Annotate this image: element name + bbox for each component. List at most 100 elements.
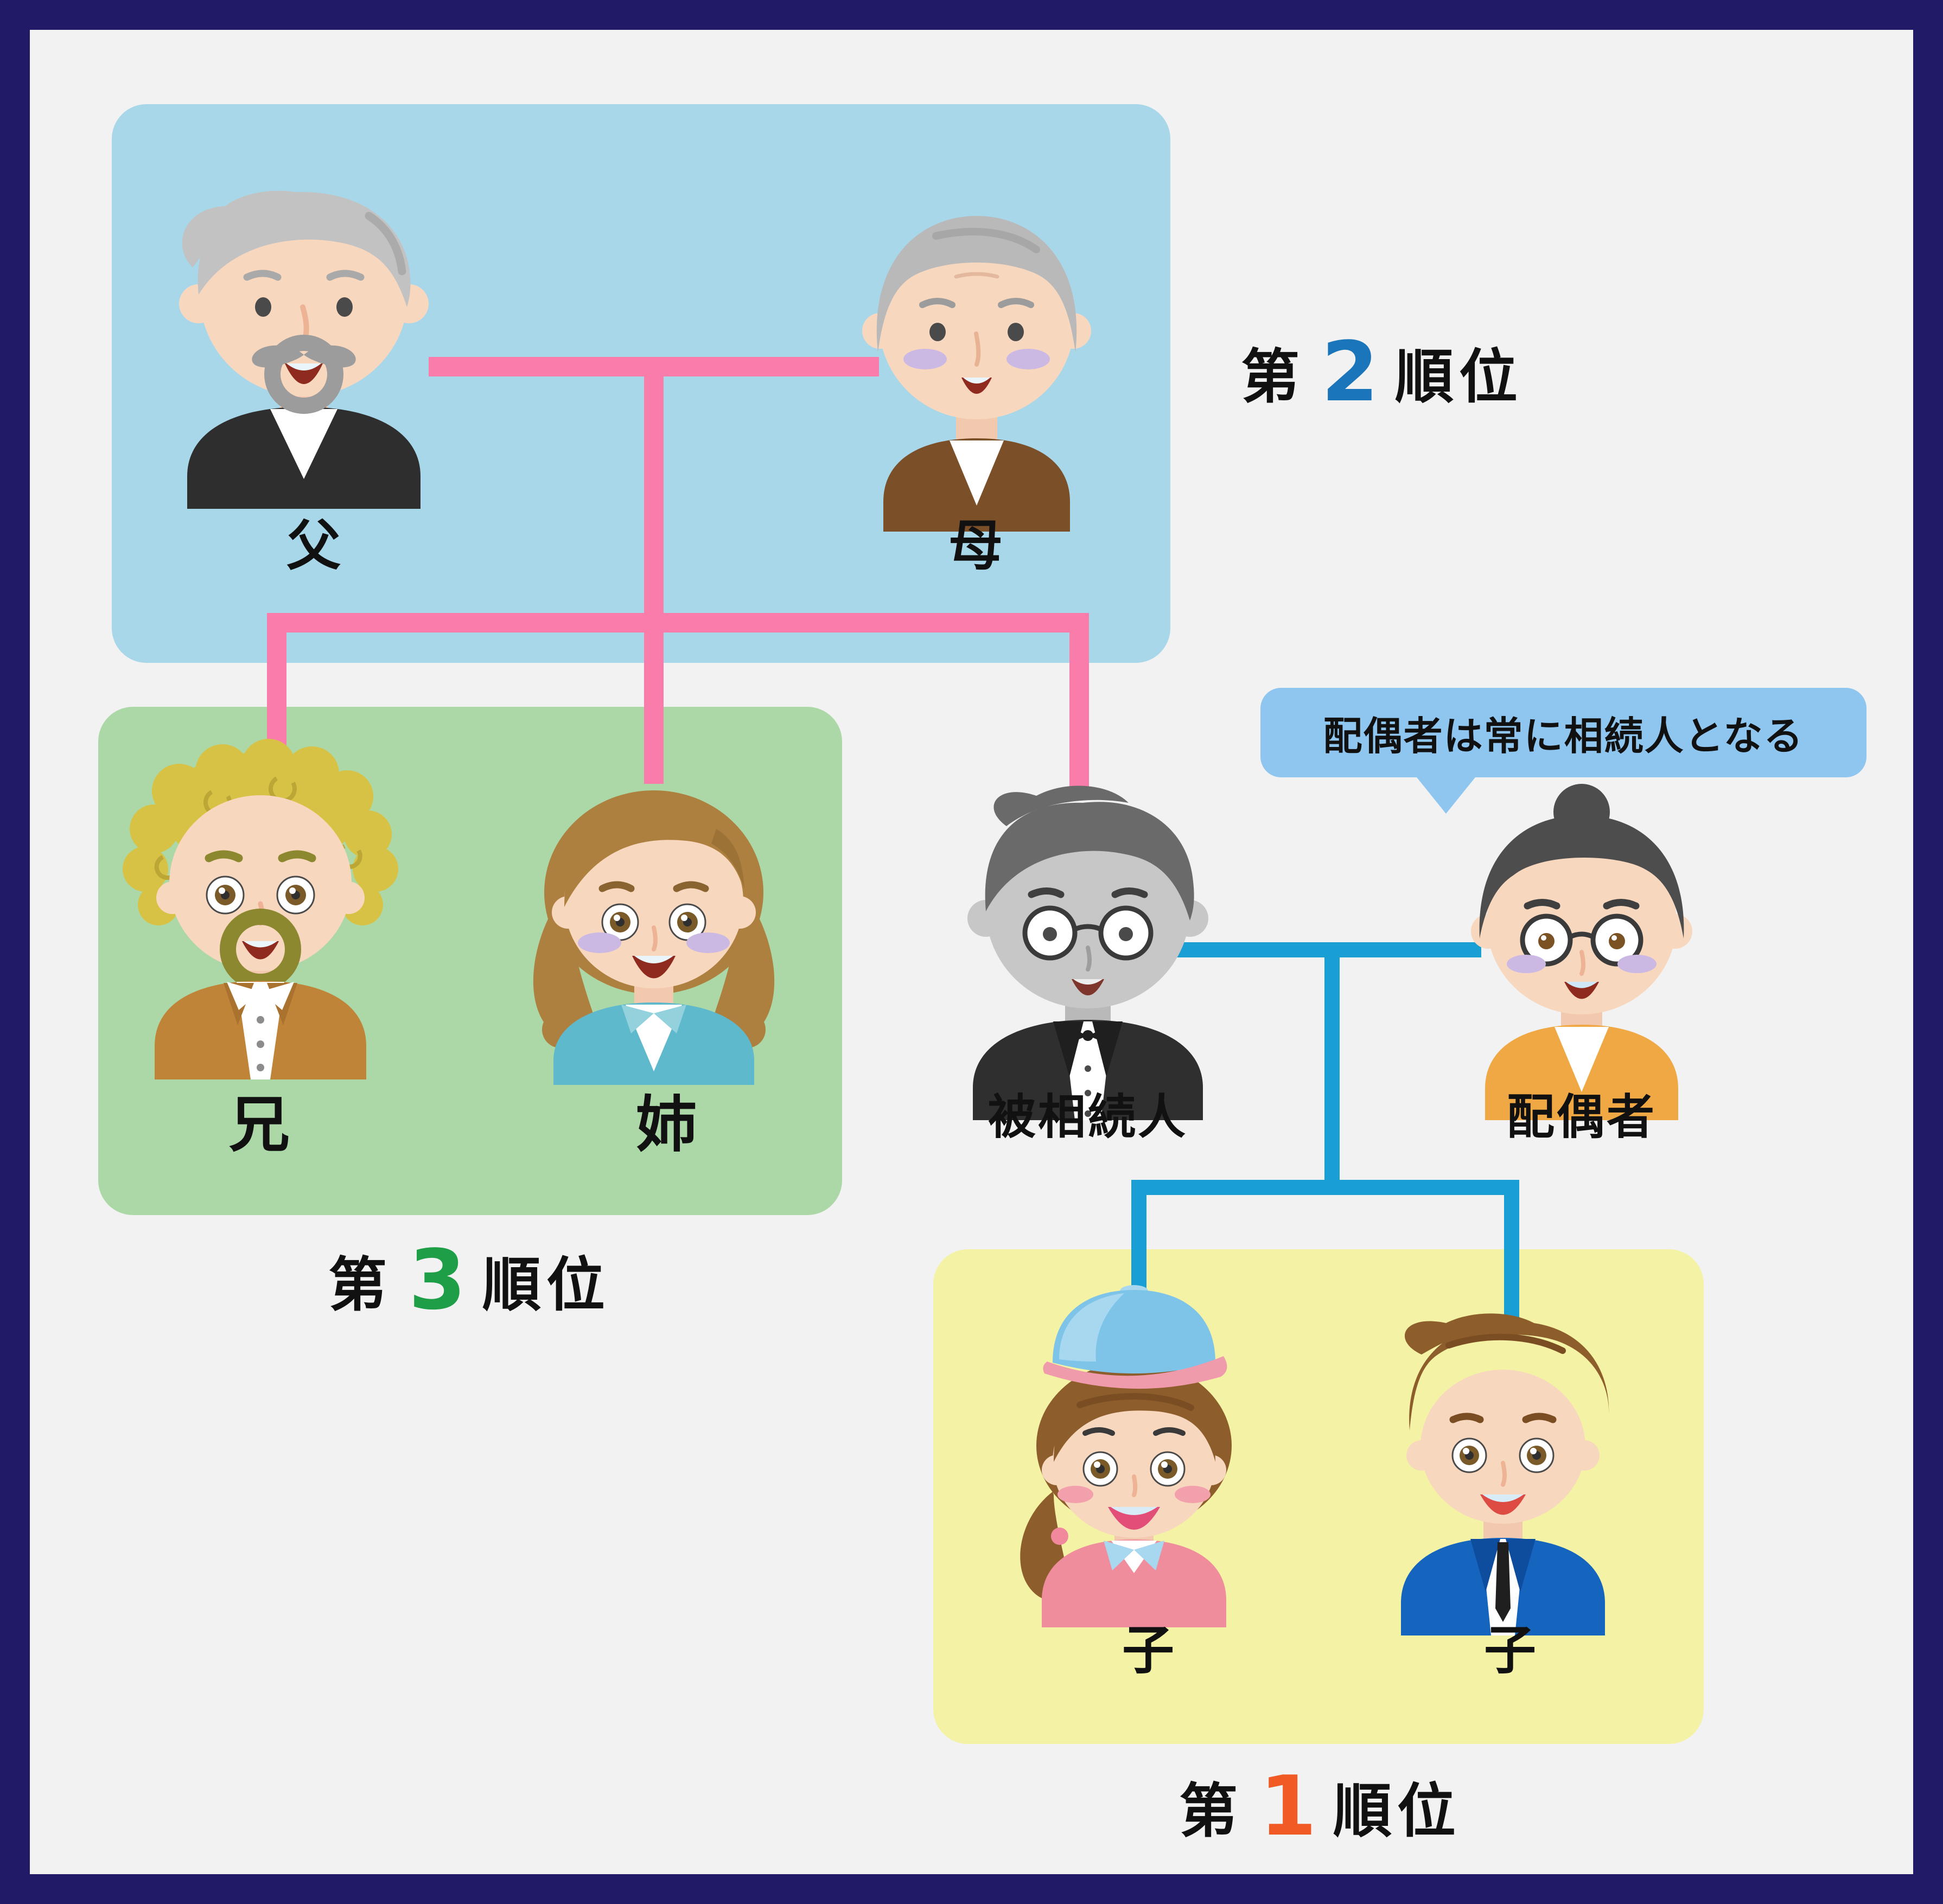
sister-nose <box>652 925 658 951</box>
mother-nose <box>974 331 981 367</box>
father-eyebrow <box>243 270 282 281</box>
child1-bangs <box>1054 1371 1215 1462</box>
spouse-eyebrow <box>1524 899 1560 910</box>
sister-bangs <box>564 798 744 907</box>
decedent-hair <box>985 802 1194 921</box>
sister-teeth <box>634 956 673 963</box>
rank1-label: 第 1 順位 <box>1179 1764 1461 1849</box>
mother-hair-streak <box>932 228 1040 253</box>
child2-nose <box>1501 1461 1507 1487</box>
child1-cap-brim <box>1043 1356 1227 1389</box>
sister-bangs-shade <box>711 829 744 889</box>
rank3-number: 3 <box>409 1232 466 1328</box>
child1-blush <box>1057 1486 1093 1503</box>
figure-mother <box>862 216 1091 532</box>
rank1-number: 1 <box>1259 1758 1317 1854</box>
child2-eyes <box>1451 1437 1555 1473</box>
sister-blush <box>578 932 621 953</box>
child1-top <box>1042 1539 1226 1627</box>
child1-cap-panel <box>1059 1293 1124 1362</box>
brother-face <box>169 795 352 971</box>
rank2-number: 2 <box>1321 324 1379 420</box>
child1-teeth <box>1111 1507 1157 1515</box>
brother-button <box>257 1040 264 1048</box>
rank1-suffix: 順位 <box>1333 1778 1461 1845</box>
sister-collar <box>654 1005 686 1033</box>
child2-quiff <box>1404 1313 1541 1354</box>
child2-lapel <box>1506 1539 1536 1592</box>
child1-nose <box>1132 1474 1138 1497</box>
brother-eyebrow <box>278 850 316 862</box>
father-hair-streak <box>365 212 406 276</box>
label-spouse: 配偶者 <box>1506 1089 1657 1145</box>
sister-collar <box>621 1005 654 1033</box>
label-decedent: 被相続人 <box>988 1089 1188 1145</box>
rank2-suffix: 順位 <box>1394 343 1523 411</box>
sister-eyebrow <box>673 881 709 892</box>
connector-drop-child1 <box>1131 1180 1146 1291</box>
father-eyebrow <box>326 270 365 281</box>
mother-eye <box>1008 323 1024 341</box>
child2-lapel <box>1470 1539 1500 1592</box>
father-hair <box>198 191 411 307</box>
child1-face <box>1053 1386 1215 1538</box>
rank2-label: 第 2 順位 <box>1241 330 1523 414</box>
spouse-teeth <box>1566 982 1597 988</box>
child2-teeth <box>1482 1494 1524 1502</box>
father-mustache <box>252 345 304 368</box>
brother-shirt <box>237 982 284 1079</box>
child2-hair-streak <box>1445 1333 1566 1354</box>
mother-wrinkle <box>954 272 999 279</box>
child1-hair-tie <box>1051 1528 1068 1545</box>
decedent-button <box>1085 1065 1091 1072</box>
figure-brother <box>123 739 398 1079</box>
spouse-note-bubble: 配偶者は常に相続人となる <box>1260 688 1866 777</box>
spouse-collar <box>1555 1027 1609 1092</box>
brother-collar <box>260 982 294 1010</box>
brother-teeth <box>244 941 277 948</box>
spouse-eyebrow <box>1603 899 1640 910</box>
label-sister: 姉 <box>636 1090 699 1160</box>
spouse-eyes <box>1538 933 1625 949</box>
connector-siblings-bar <box>267 613 1089 632</box>
figure-child2 <box>1401 1313 1609 1635</box>
decedent-quiff <box>993 785 1129 826</box>
decedent-eye <box>1119 927 1133 941</box>
decedent-nose <box>1086 945 1092 972</box>
father-hair-puff <box>182 190 301 267</box>
connector-children-bar <box>1131 1180 1519 1195</box>
child1-collar <box>1104 1541 1134 1570</box>
child1-eyes <box>1082 1451 1186 1487</box>
brother-button <box>257 1064 264 1071</box>
spouse-note-bubble-tail <box>1415 775 1477 814</box>
spouse-blush <box>1617 955 1657 973</box>
decedent-button <box>1085 1110 1091 1117</box>
connector-drop-child2 <box>1504 1180 1519 1327</box>
father-mouth <box>285 363 323 384</box>
spouse-note-text: 配偶者は常に相続人となる <box>1323 713 1804 759</box>
rank2-prefix: 第 <box>1241 343 1305 411</box>
mother-teeth <box>963 378 990 384</box>
child1-hair-streak <box>1076 1393 1194 1411</box>
mother-collar <box>950 440 1004 506</box>
label-mother: 母 <box>948 514 1005 578</box>
mother-eye <box>929 323 946 341</box>
child1-mouth <box>1108 1507 1160 1530</box>
figure-child1 <box>1020 1285 1232 1627</box>
child2-tie <box>1495 1542 1511 1622</box>
mother-eyebrow <box>919 298 955 308</box>
child1-eyebrow <box>1153 1427 1186 1436</box>
rank3-label: 第 3 順位 <box>328 1238 610 1322</box>
father-collar <box>270 409 337 479</box>
child1-blush <box>1175 1486 1211 1503</box>
child1-eyebrow <box>1082 1427 1115 1436</box>
spouse-hair <box>1479 815 1684 938</box>
father-eye <box>336 297 353 317</box>
rank3-prefix: 第 <box>328 1251 393 1319</box>
mother-blush <box>903 349 947 369</box>
figure-spouse <box>1471 784 1692 1120</box>
child1-collar <box>1134 1541 1164 1570</box>
brother-button <box>257 1016 264 1024</box>
father-eye <box>255 297 271 317</box>
